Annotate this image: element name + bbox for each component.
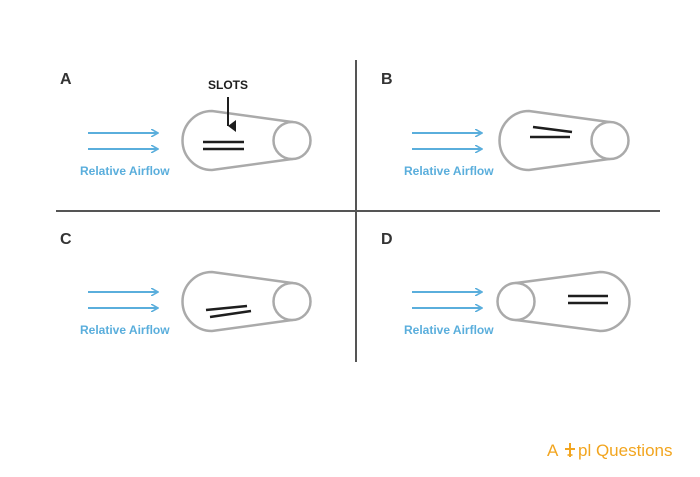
slotted-belt-b [498,109,630,172]
airflow-label-c: Relative Airflow [80,323,170,337]
quadrant-b: B Relative Airflow [381,71,630,178]
quadrant-d: D Relative Airflow [381,231,631,337]
slot [205,304,248,312]
slots-callout-label: SLOTS [208,78,248,92]
quadrant-label-b: B [381,71,393,88]
quadrant-label-d: D [381,231,393,248]
airflow-label-d: Relative Airflow [404,323,494,337]
quadrant-a: A Relative Airflow SLOTS [60,71,312,178]
slotted-belt-c [181,270,312,333]
slot [532,125,573,134]
slotted-belt-a [181,109,312,172]
slotted-belt-d [496,270,631,333]
airflow-label-a: Relative Airflow [80,164,170,178]
quadrant-c: C Relative Airflow [60,231,312,337]
airplane-icon [565,443,575,457]
slot [209,309,252,319]
brand-name: pl Questions [578,441,673,460]
quadrant-label-a: A [60,71,72,88]
airflow-label-b: Relative Airflow [404,164,494,178]
brand-logo: A pl Questions [547,441,673,460]
quadrant-label-c: C [60,231,72,248]
brand-letter-a: A [547,441,559,460]
